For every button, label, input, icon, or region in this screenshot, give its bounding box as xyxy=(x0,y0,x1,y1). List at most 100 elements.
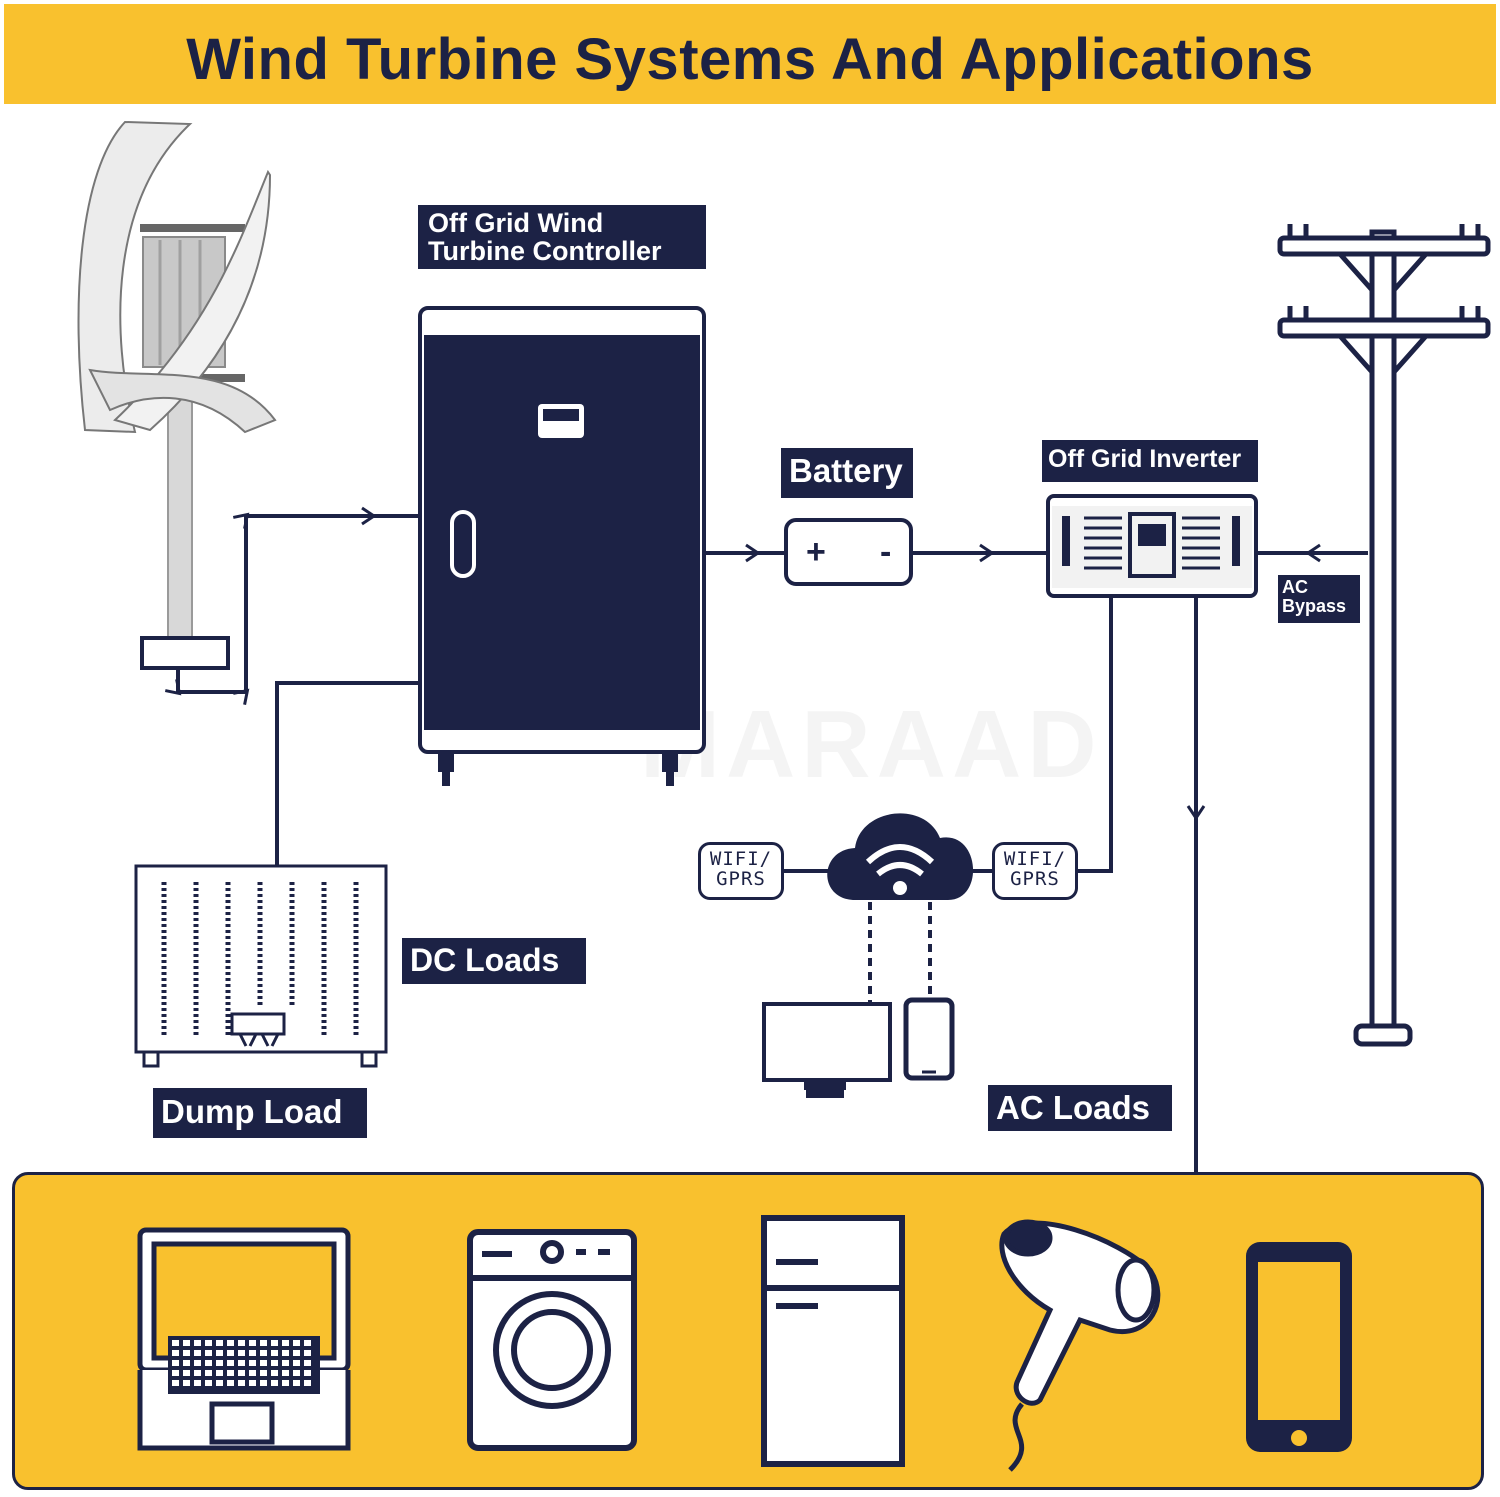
keyboard-key xyxy=(205,1380,212,1386)
keyboard-key xyxy=(238,1380,245,1386)
keyboard-key xyxy=(282,1350,289,1356)
keyboard-key xyxy=(194,1340,201,1346)
title-banner: Wind Turbine Systems And Applications xyxy=(4,4,1496,104)
dump-load-label: Dump Load xyxy=(153,1088,367,1138)
keyboard-key xyxy=(282,1380,289,1386)
inverter-label: Off Grid Inverter xyxy=(1042,440,1258,482)
keyboard-key xyxy=(260,1370,267,1376)
keyboard-key xyxy=(282,1340,289,1346)
cloud-wifi-icon xyxy=(827,813,974,1002)
controller-label-line2: Turbine Controller xyxy=(428,236,662,267)
keyboard-key xyxy=(271,1360,278,1366)
laptop-icon xyxy=(137,1227,351,1451)
keyboard-key xyxy=(183,1350,190,1356)
keyboard-key xyxy=(216,1380,223,1386)
keyboard-key xyxy=(238,1340,245,1346)
ac-bypass-line2: Bypass xyxy=(1282,595,1347,616)
ac-bypass-line1: AC xyxy=(1282,577,1308,597)
dc-loads-label: DC Loads xyxy=(402,938,586,984)
keyboard-key xyxy=(194,1380,201,1386)
keyboard-key xyxy=(238,1350,245,1356)
keyboard-key xyxy=(183,1360,190,1366)
keyboard-key xyxy=(194,1350,201,1356)
wifi-badge-right-line1: WIFI/ xyxy=(1003,848,1067,870)
keyboard-key xyxy=(304,1370,311,1376)
battery-plus: + xyxy=(806,533,826,571)
page-title: Wind Turbine Systems And Applications xyxy=(186,27,1314,92)
keyboard-key xyxy=(227,1380,234,1386)
keyboard-key xyxy=(216,1350,223,1356)
keyboard-key xyxy=(271,1340,278,1346)
battery-label: Battery xyxy=(781,448,913,498)
controller-label: Off Grid Wind Turbine Controller xyxy=(418,205,706,269)
keyboard-key xyxy=(293,1380,300,1386)
keyboard-key xyxy=(249,1370,256,1376)
wind-turbine-icon xyxy=(77,120,277,670)
keyboard-key xyxy=(172,1350,179,1356)
keyboard-key xyxy=(249,1360,256,1366)
keyboard-key xyxy=(205,1340,212,1346)
keyboard-key xyxy=(271,1380,278,1386)
controller-cabinet-icon xyxy=(418,306,706,786)
keyboard-keys xyxy=(172,1340,311,1386)
keyboard-key xyxy=(304,1380,311,1386)
keyboard-key xyxy=(293,1350,300,1356)
keyboard-key xyxy=(293,1360,300,1366)
keyboard-key xyxy=(227,1370,234,1376)
wifi-gprs-badge-right: WIFI/ GPRS xyxy=(992,842,1078,900)
keyboard-key xyxy=(304,1360,311,1366)
keyboard-key xyxy=(282,1370,289,1376)
hair-dryer-icon xyxy=(999,1219,1161,1472)
keyboard-key xyxy=(293,1370,300,1376)
keyboard-key xyxy=(238,1370,245,1376)
wifi-gprs-badge-left: WIFI/ GPRS xyxy=(698,842,784,900)
battery-icon: + - xyxy=(784,518,913,586)
refrigerator-icon xyxy=(761,1215,905,1467)
keyboard-key xyxy=(271,1350,278,1356)
wiring xyxy=(164,506,1368,1175)
keyboard-key xyxy=(227,1340,234,1346)
keyboard-key xyxy=(216,1360,223,1366)
keyboard-key xyxy=(260,1350,267,1356)
keyboard-key xyxy=(293,1340,300,1346)
controller-label-line1: Off Grid Wind xyxy=(428,208,604,238)
keyboard-key xyxy=(172,1370,179,1376)
keyboard-key xyxy=(249,1340,256,1346)
keyboard-key xyxy=(249,1350,256,1356)
phone-icon xyxy=(903,997,955,1081)
smartphone-icon xyxy=(1246,1242,1352,1452)
keyboard-key xyxy=(172,1380,179,1386)
ac-loads-label: AC Loads xyxy=(988,1085,1172,1131)
keyboard-key xyxy=(238,1360,245,1366)
keyboard-key xyxy=(260,1380,267,1386)
keyboard-key xyxy=(227,1360,234,1366)
ac-bypass-label: AC Bypass xyxy=(1278,575,1360,623)
keyboard-key xyxy=(183,1340,190,1346)
keyboard-key xyxy=(260,1360,267,1366)
washing-machine-icon xyxy=(467,1229,637,1451)
wifi-badge-left-line2: GPRS xyxy=(716,868,766,890)
keyboard-key xyxy=(172,1360,179,1366)
keyboard-key xyxy=(304,1340,311,1346)
utility-pole-icon xyxy=(1277,224,1491,1047)
wifi-badge-right-line2: GPRS xyxy=(1010,868,1060,890)
monitor-icon xyxy=(762,1002,892,1098)
keyboard-key xyxy=(271,1370,278,1376)
keyboard-key xyxy=(205,1350,212,1356)
battery-minus: - xyxy=(880,533,891,571)
watermark: MARAAD xyxy=(640,690,1103,800)
keyboard-key xyxy=(260,1340,267,1346)
keyboard-key xyxy=(304,1350,311,1356)
keyboard-key xyxy=(205,1370,212,1376)
keyboard-key xyxy=(194,1370,201,1376)
keyboard-key xyxy=(172,1340,179,1346)
keyboard-key xyxy=(205,1360,212,1366)
inverter-icon xyxy=(1046,494,1258,598)
keyboard-key xyxy=(216,1340,223,1346)
dump-load-icon xyxy=(134,864,388,1068)
keyboard-key xyxy=(227,1350,234,1356)
keyboard-key xyxy=(249,1380,256,1386)
wifi-badge-left-line1: WIFI/ xyxy=(709,848,773,870)
keyboard-key xyxy=(194,1360,201,1366)
